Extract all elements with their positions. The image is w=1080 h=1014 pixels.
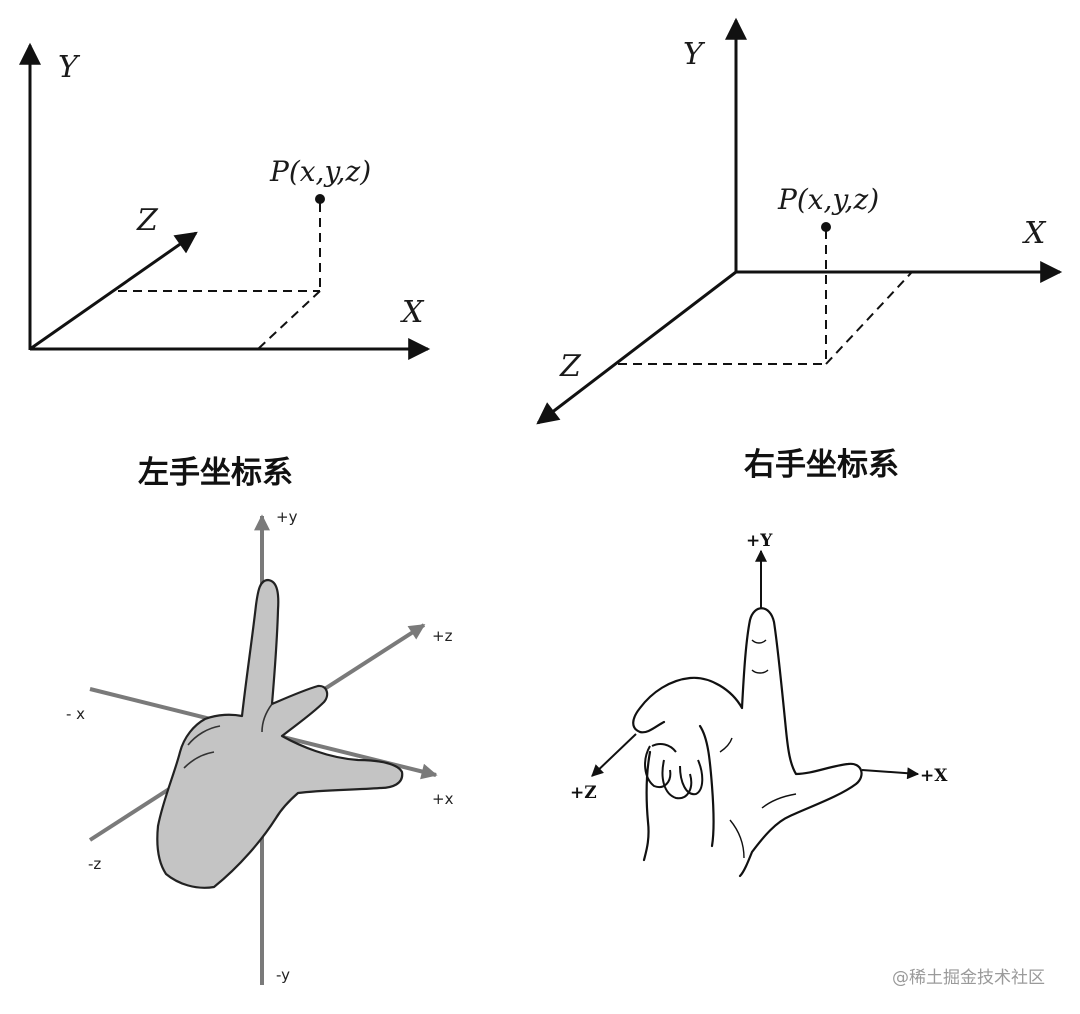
right-hand-outline bbox=[632, 607, 863, 878]
left-hand-knuckle-lines bbox=[183, 703, 273, 769]
right-hand-z-arrow bbox=[591, 733, 637, 777]
right-y-label: Y bbox=[683, 37, 706, 72]
left-hand-plus-x: +x bbox=[432, 790, 454, 808]
left-hand-minus-z: -z bbox=[88, 855, 101, 873]
right-hand-x-arrow bbox=[861, 767, 920, 780]
left-point-label: P(x,y,z) bbox=[269, 155, 371, 188]
left-hand-plus-y: +y bbox=[276, 508, 298, 526]
right-hand-plus-y: +Y bbox=[746, 531, 773, 551]
left-y-label: Y bbox=[58, 50, 81, 85]
left-hand-minus-y: -y bbox=[276, 966, 290, 984]
right-x-label: X bbox=[1022, 216, 1047, 251]
right-hand-curled-fingers bbox=[644, 743, 704, 800]
right-z-label: Z bbox=[559, 349, 582, 384]
left-dashed-diagonal bbox=[257, 290, 321, 350]
left-x-label: X bbox=[400, 295, 425, 330]
right-z-axis bbox=[536, 270, 737, 425]
left-caption: 左手坐标系 bbox=[138, 455, 293, 491]
left-hand-illustration: +y +z - x +x -z -y bbox=[66, 508, 454, 985]
right-caption: 右手坐标系 bbox=[744, 447, 899, 483]
right-hand-plus-x: +X bbox=[920, 766, 948, 786]
left-point-marker bbox=[315, 194, 325, 204]
left-hand-minus-x: - x bbox=[66, 705, 85, 723]
left-hand-plus-z: +z bbox=[432, 627, 453, 645]
left-z-axis bbox=[29, 231, 198, 351]
right-point-marker bbox=[821, 222, 831, 232]
left-z-label: Z bbox=[136, 203, 159, 238]
right-hand-illustration: +Y +X +Z bbox=[570, 531, 948, 878]
left-hand-shape bbox=[156, 578, 404, 889]
watermark-text: @稀土掘金技术社区 bbox=[892, 968, 1045, 988]
right-handed-axes-diagram: Y X Z P(x,y,z) 右手坐标系 bbox=[536, 17, 1063, 483]
left-handed-axes-diagram: Y Z X P(x,y,z) 左手坐标系 bbox=[19, 42, 431, 491]
right-hand-creases bbox=[719, 639, 797, 859]
right-dashed-diagonal bbox=[825, 271, 913, 365]
right-point-label: P(x,y,z) bbox=[777, 183, 879, 216]
right-hand-plus-z: +Z bbox=[570, 783, 597, 803]
